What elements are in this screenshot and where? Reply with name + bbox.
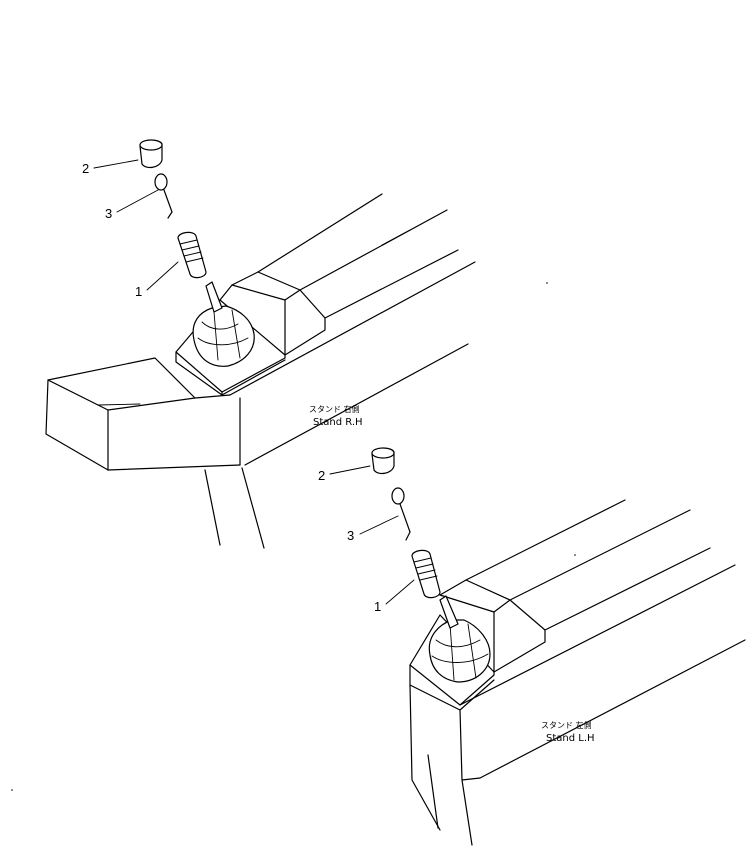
stand-rh-part-3-switch: [154, 173, 173, 219]
callout-lh-2: 2: [318, 468, 325, 483]
stand-rh-part-1-grip: [177, 231, 207, 279]
caption-lh-jp: スタンド 左側: [541, 720, 592, 730]
stand-lh-assembly: 1 2 3 スタンド 左側 Stand L.H: [318, 447, 746, 846]
callout-rh-3: 3: [105, 206, 112, 221]
speck: [574, 554, 576, 556]
speck: [546, 282, 548, 284]
callout-rh-1: 1: [135, 284, 142, 299]
stand-lh-part-3-switch: [391, 487, 411, 541]
leader-rh-2: [93, 159, 139, 169]
stand-lh-part-2-cap: [371, 447, 395, 475]
speck: [11, 789, 13, 791]
leader-lh-1: [385, 579, 415, 605]
leader-rh-1: [146, 261, 179, 291]
caption-lh-en: Stand L.H: [546, 733, 595, 744]
callout-lh-3: 3: [347, 528, 354, 543]
stand-rh-part-2-cap: [139, 139, 163, 169]
stand-lh-body: [409, 499, 746, 846]
callout-lh-1: 1: [374, 599, 381, 614]
callout-rh-2: 2: [82, 161, 89, 176]
stand-lh-part-1-grip: [411, 549, 441, 599]
caption-rh-en: Stand R.H: [313, 417, 363, 428]
leader-rh-3: [116, 189, 159, 213]
stand-rh-assembly: 1 2 3 スタンド 右側 Stand R.H: [45, 139, 476, 549]
stand-rh-body: [45, 193, 476, 549]
caption-rh-jp: スタンド 右側: [309, 404, 360, 414]
leader-lh-3: [359, 515, 399, 535]
leader-lh-2: [329, 465, 371, 475]
